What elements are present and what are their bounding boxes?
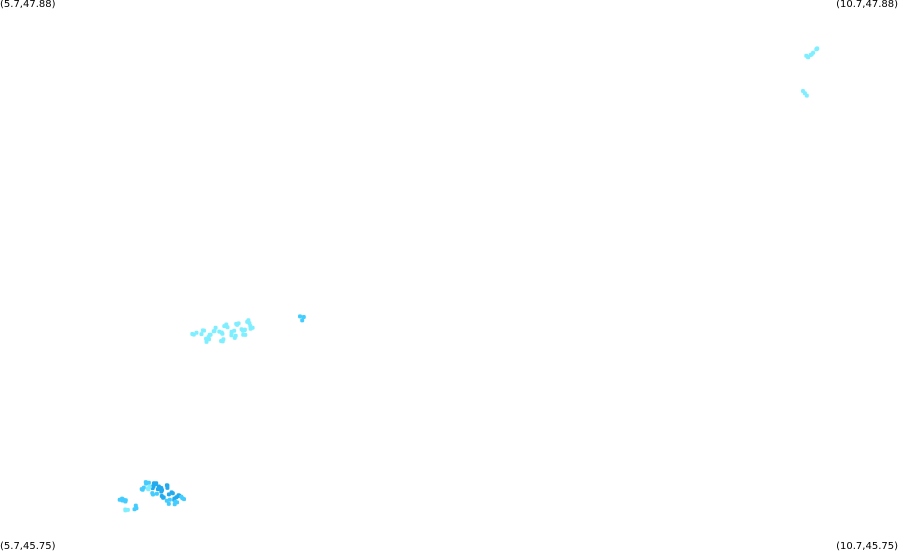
- central-band-cell: [204, 339, 209, 344]
- southwest-main: [159, 486, 164, 494]
- southwest-main-cell: [166, 501, 171, 506]
- northeast-dot: [801, 89, 809, 98]
- central-band-cell: [248, 326, 253, 331]
- corner-label-bottom-left: (5.7,45.75): [0, 541, 56, 552]
- central-band: [248, 324, 255, 331]
- southwest-main-cell: [180, 496, 185, 501]
- southwest-main-cell: [170, 491, 175, 496]
- southwest-main-cell: [173, 499, 178, 504]
- central-band-cell: [229, 333, 234, 338]
- central-dot: [298, 314, 306, 323]
- central-band-cell: [232, 335, 237, 340]
- northeast-dot-cell: [801, 89, 805, 93]
- southwest-main-cell: [165, 483, 170, 488]
- central-dot-cell: [300, 318, 305, 323]
- southwest-small: [121, 497, 128, 504]
- northeast-small-patch: [808, 50, 816, 57]
- southwest-main: [145, 484, 152, 492]
- southwest-main-cell: [146, 480, 151, 485]
- southwest-main: [143, 480, 151, 486]
- central-band-cell: [199, 332, 204, 337]
- central-band-cell: [200, 328, 205, 333]
- southwest-main-cell: [147, 484, 152, 489]
- central-dot-cell: [298, 314, 302, 319]
- southwest-main: [139, 485, 146, 492]
- central-band: [222, 322, 230, 330]
- southwest-main: [166, 490, 175, 497]
- southwest-main: [159, 494, 166, 500]
- central-band-cell: [191, 332, 196, 337]
- central-band: [217, 329, 225, 336]
- southwest-small-cell: [134, 506, 139, 511]
- central-band-cell: [217, 329, 222, 334]
- corner-label-bottom-right: (10.7,45.75): [836, 541, 898, 552]
- southwest-small: [132, 503, 139, 512]
- central-band-cell: [240, 328, 245, 333]
- southwest-main: [164, 497, 172, 506]
- central-band: [190, 330, 199, 337]
- southwest-main-cell: [155, 487, 160, 492]
- corner-label-top-left: (5.7,47.88): [0, 0, 56, 10]
- southwest-main-cell: [151, 492, 155, 497]
- central-band: [199, 328, 206, 337]
- central-band-cell: [219, 339, 224, 343]
- data-cluster-layer: [117, 46, 820, 513]
- southwest-main: [164, 483, 170, 490]
- central-band: [240, 328, 248, 337]
- southwest-main-cell: [161, 495, 166, 500]
- southwest-main-cell: [159, 489, 164, 494]
- southwest-main-cell: [167, 497, 172, 502]
- central-band: [234, 321, 241, 327]
- southwest-small: [123, 507, 130, 513]
- central-band-cell: [241, 332, 246, 337]
- central-band-cell: [245, 319, 250, 324]
- central-band: [219, 337, 226, 344]
- northeast-small-patch-cell: [809, 52, 814, 57]
- southwest-small-cell: [123, 507, 128, 512]
- southwest-main-cell: [153, 482, 158, 487]
- central-band-cell: [220, 331, 225, 336]
- southwest-main: [150, 491, 159, 497]
- central-band-cell: [207, 332, 212, 337]
- southwest-main-cell: [172, 496, 177, 501]
- central-dot-cell: [301, 315, 306, 319]
- central-band-cell: [222, 324, 227, 329]
- southwest-main-cell: [139, 487, 144, 492]
- central-band: [204, 336, 211, 344]
- northeast-dot-cell: [804, 93, 809, 98]
- central-band-cell: [225, 325, 230, 330]
- corner-label-top-right: (10.7,47.88): [836, 0, 898, 10]
- northeast-small-patch: [814, 46, 820, 52]
- central-band-cell: [236, 321, 241, 326]
- southwest-main-cell: [143, 480, 148, 485]
- central-band: [211, 325, 218, 334]
- southwest-main: [172, 499, 180, 507]
- southwest-main: [179, 494, 186, 502]
- central-band-cell: [213, 325, 218, 330]
- central-band-cell: [212, 329, 217, 333]
- central-band: [229, 333, 238, 340]
- southwest-main: [152, 481, 159, 487]
- southwest-small-cell: [123, 499, 128, 504]
- central-band-cell: [207, 337, 211, 342]
- northeast-small-patch-cell: [815, 46, 820, 51]
- southwest-main-cell: [154, 491, 159, 496]
- central-band: [245, 318, 252, 326]
